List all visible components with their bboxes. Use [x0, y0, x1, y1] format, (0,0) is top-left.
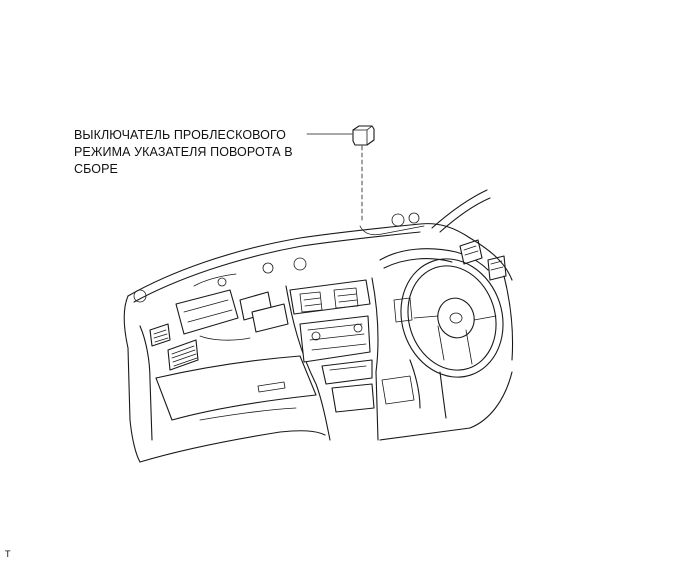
corner-mark: T	[5, 549, 11, 559]
callout-line-2: РЕЖИМА УКАЗАТЕЛЯ ПОВОРОТА В	[74, 145, 293, 159]
switch-part-icon	[352, 125, 375, 146]
callout-label: ВЫКЛЮЧАТЕЛЬ ПРОБЛЕСКОВОГО РЕЖИМА УКАЗАТЕ…	[74, 127, 314, 178]
dashboard-illustration	[123, 189, 514, 463]
callout-line-1: ВЫКЛЮЧАТЕЛЬ ПРОБЛЕСКОВОГО	[74, 128, 286, 142]
callout-line-3: СБОРЕ	[74, 162, 118, 176]
